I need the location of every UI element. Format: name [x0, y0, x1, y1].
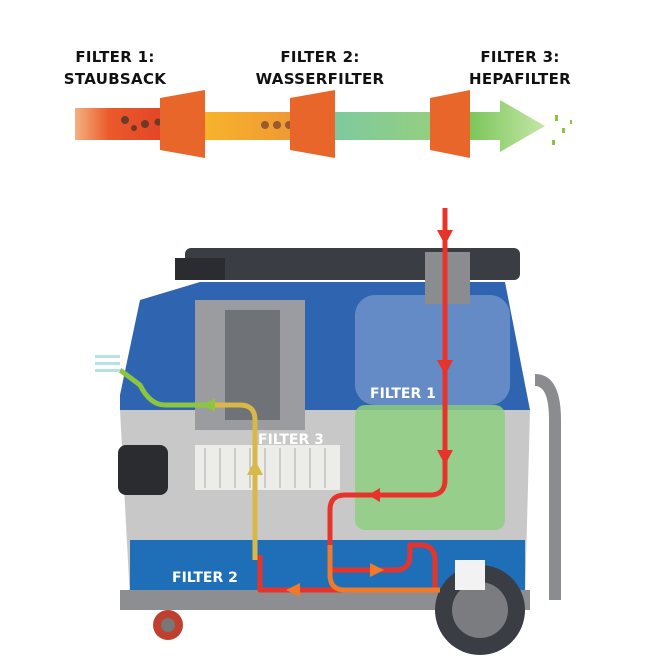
exhaust-airflow	[118, 368, 210, 408]
stage-2-heading: FILTER 2: WASSERFILTER	[250, 46, 390, 90]
stage-3-title: FILTER 3:	[480, 48, 560, 66]
airflow-paths	[118, 208, 453, 597]
filter-1-cone-icon	[160, 90, 205, 158]
vacuum-cleaner-illustration	[118, 248, 561, 655]
exhaust-air-icon	[95, 355, 120, 372]
filter-1-label: FILTER 1	[370, 386, 436, 402]
intake-airflow	[257, 208, 448, 593]
hose	[534, 374, 561, 600]
filter-2-label: FILTER 2	[172, 570, 238, 586]
stage-2-subtitle: WASSERFILTER	[255, 70, 385, 88]
filter-2-cone-icon	[290, 90, 335, 158]
stage-1-title: FILTER 1:	[75, 48, 155, 66]
clean-air-arrow	[455, 100, 545, 152]
dust-bag	[355, 295, 510, 405]
filter-flow-strip	[75, 90, 572, 158]
water-airflow	[327, 545, 440, 593]
filter-3-cone-icon	[430, 90, 470, 158]
stage-3-heading: FILTER 3: HEPAFILTER	[455, 46, 585, 90]
hepa-airflow	[210, 402, 258, 560]
stage-1-subtitle: STAUBSACK	[63, 70, 167, 88]
stage-2-title: FILTER 2:	[280, 48, 360, 66]
filter-3-label: FILTER 3	[258, 432, 324, 448]
stage-1-heading: FILTER 1: STAUBSACK	[55, 46, 175, 90]
stage-3-subtitle: HEPAFILTER	[469, 70, 571, 88]
